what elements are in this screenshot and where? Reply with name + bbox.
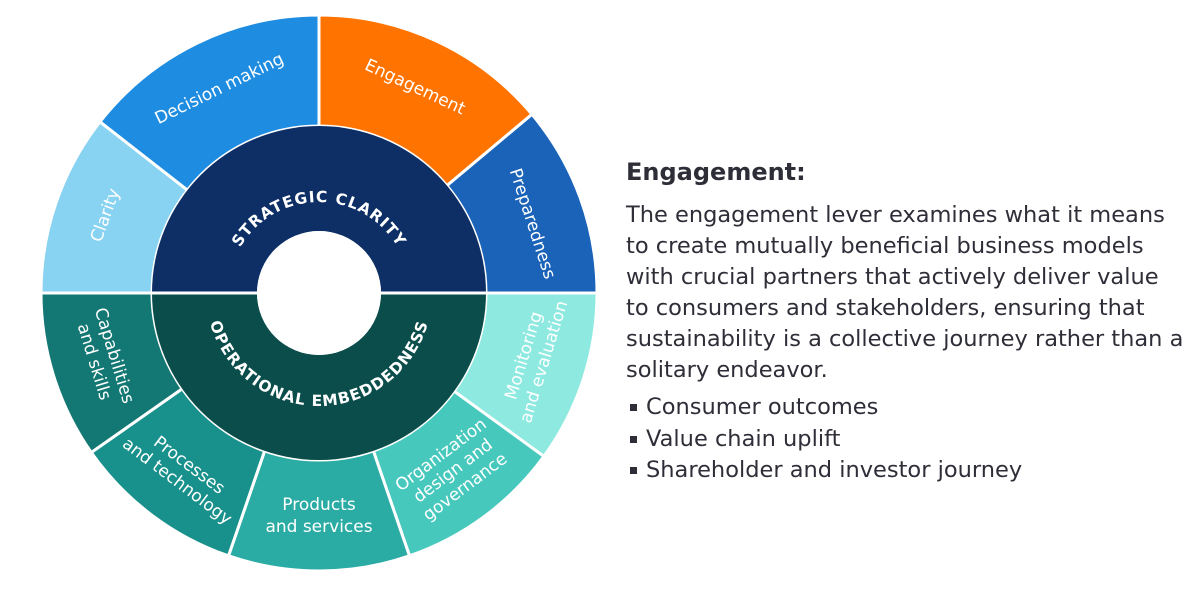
bullet-item: Consumer outcomes [626, 392, 1186, 424]
lever-description-panel: Engagement: The engagement lever examine… [626, 156, 1186, 487]
wheel-center [257, 231, 381, 355]
operational-embeddedness-ring [152, 293, 486, 460]
strategic-clarity-ring [152, 126, 486, 293]
panel-title: Engagement: [626, 158, 806, 186]
lever-wheel-diagram: STRATEGIC CLARITY OPERATIONAL EMBEDDEDNE… [39, 13, 599, 573]
bullet-item: Value chain uplift [626, 424, 1186, 456]
bullet-item: Shareholder and investor journey [626, 455, 1186, 487]
panel-description: The engagement lever examines what it me… [626, 202, 1184, 383]
bullet-list: Consumer outcomes Value chain uplift Sha… [626, 392, 1186, 487]
